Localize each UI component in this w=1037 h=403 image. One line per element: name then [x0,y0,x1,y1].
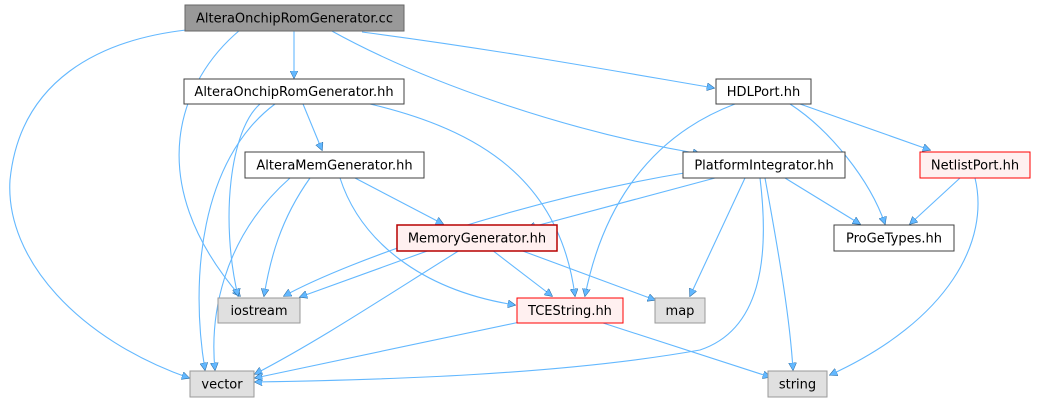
node-string-label: string [779,378,816,393]
node-map-box [654,297,706,324]
node-netlist[interactable]: NetlistPort.hh [919,151,1031,179]
node-vector-label: vector [201,378,243,393]
node-progetypes-label: ProGeTypes.hh [846,232,942,247]
edge-rom-hh-iostream [228,103,261,296]
node-iostream-label: iostream [230,304,287,319]
node-memgen-box [244,151,425,179]
edge-netlist-string [830,177,979,375]
node-platint-box [682,151,846,179]
node-progetypes-box [833,224,955,252]
node-memgen[interactable]: AlteraMemGenerator.hh [244,151,425,179]
node-memorygen-label: MemoryGenerator.hh [408,232,546,247]
edge-memorygen-map [519,249,655,300]
node-platint-label: PlatformIntegrator.hh [694,159,833,174]
edge-root-iostream [178,29,240,296]
node-root-box [184,4,405,32]
edge-platint-string [764,177,793,370]
node-vector-box [189,370,255,398]
edge-tcestring-string [599,321,770,377]
node-hdlport-box [715,78,812,105]
node-platint[interactable]: PlatformIntegrator.hh [682,151,846,179]
node-string-box [767,370,828,398]
node-tcestring-box [516,297,624,324]
node-memorygen-box [396,224,558,252]
edge-memgen-vector [214,177,291,370]
node-string[interactable]: string [767,370,828,398]
node-memorygen[interactable]: MemoryGenerator.hh [396,224,558,252]
node-vector[interactable]: vector [189,370,255,398]
edge-root-platint [329,29,700,154]
edge-rom-hh-vector [198,103,276,370]
node-hdlport-label: HDLPort.hh [727,85,800,100]
node-rom-hh-label: AlteraOnchipRomGenerator.hh [194,85,393,100]
edge-platint-vector [255,177,764,382]
node-iostream-box [217,297,301,324]
edge-memgen-memorygen [354,177,443,224]
node-map-label: map [666,304,695,319]
edge-rom-hh-memgen [302,103,322,150]
edge-platint-progetypes [784,177,860,224]
node-hdlport[interactable]: HDLPort.hh [715,78,812,105]
node-progetypes[interactable]: ProGeTypes.hh [833,224,955,252]
edge-hdlport-netlist [799,103,930,150]
edge-platint-memorygen [528,177,716,228]
node-rom-hh[interactable]: AlteraOnchipRomGenerator.hh [183,78,405,105]
edge-root-hdlport [361,31,714,88]
edge-rom-hh-tcestring [369,103,575,296]
edge-memorygen-iostream [300,249,431,297]
node-netlist-label: NetlistPort.hh [931,159,1019,174]
node-tcestring[interactable]: TCEString.hh [516,297,624,324]
node-tcestring-label: TCEString.hh [527,304,612,319]
edge-memorygen-vector [255,249,461,374]
edge-hdlport-progetypes [789,103,885,224]
edge-tcestring-vector [255,321,521,378]
edge-netlist-progetypes [910,177,961,224]
edge-memgen-tcestring [339,177,515,305]
node-memgen-label: AlteraMemGenerator.hh [256,159,412,174]
node-map[interactable]: map [654,297,706,324]
edges [9,29,979,382]
node-rom-hh-box [183,78,405,105]
node-root-label: AlteraOnchipRomGenerator.cc [196,12,393,27]
edge-root-vector [9,29,189,378]
node-root[interactable]: AlteraOnchipRomGenerator.cc [184,4,405,32]
node-netlist-box [919,151,1031,179]
edge-hdlport-tcestring [585,103,736,296]
edge-memorygen-tcestring [491,249,552,296]
edge-platint-map [690,177,746,296]
edge-memgen-iostream [264,177,311,296]
node-iostream[interactable]: iostream [217,297,301,324]
